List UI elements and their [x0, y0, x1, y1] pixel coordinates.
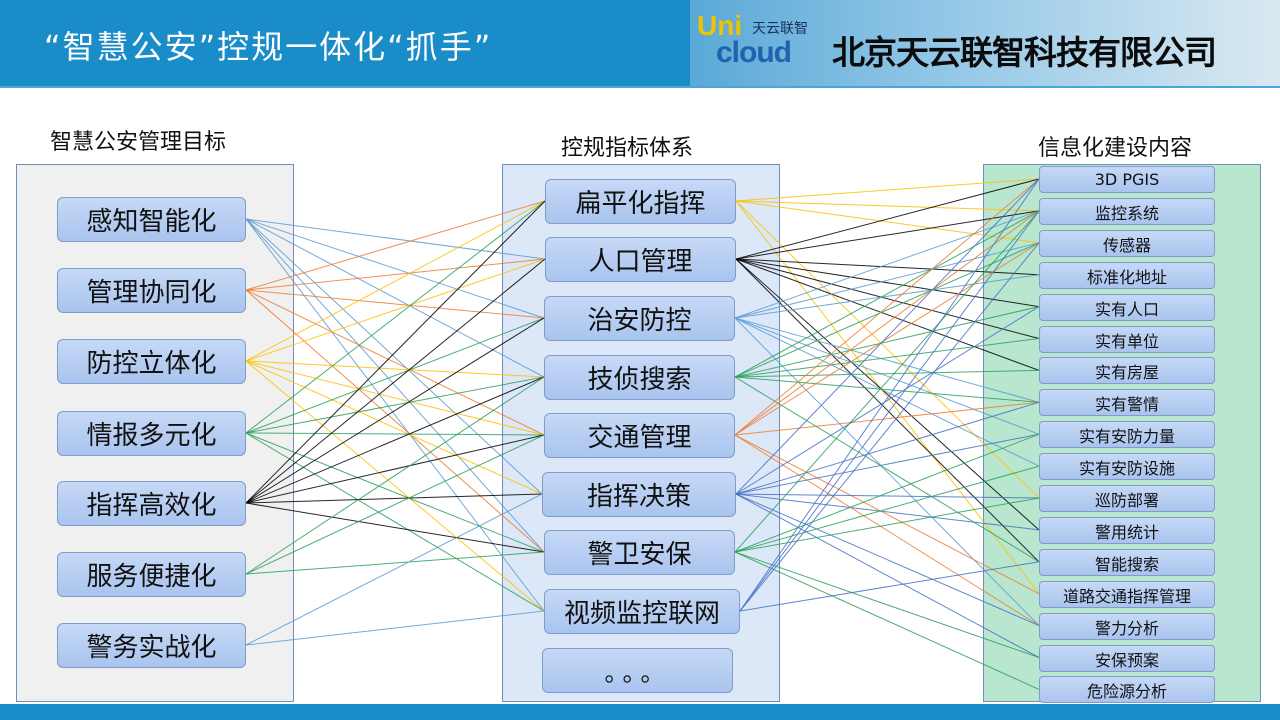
header-divider: [0, 86, 1280, 88]
content-box: 智能搜索: [1039, 549, 1215, 576]
right-column-title: 信息化建设内容: [1038, 136, 1193, 161]
content-box: 3D PGIS: [1039, 166, 1215, 193]
indicator-box: 治安防控: [544, 296, 735, 341]
goal-box: 情报多元化: [57, 411, 246, 456]
goal-box: 指挥高效化: [57, 481, 246, 526]
content-box: 警用统计: [1039, 517, 1215, 544]
header-banner-image: [690, 0, 1280, 86]
logo-tagline: 天云联智: [752, 21, 808, 37]
content-box: 道路交通指挥管理: [1039, 581, 1215, 608]
content-box: 实有安防设施: [1039, 453, 1215, 480]
content-box: 实有房屋: [1039, 357, 1215, 384]
goal-box: 防控立体化: [57, 339, 246, 384]
content-box: 标准化地址: [1039, 262, 1215, 289]
content-box: 安保预案: [1039, 645, 1215, 672]
left-column-title: 智慧公安管理目标: [50, 130, 227, 155]
indicator-box: 指挥决策: [542, 472, 736, 517]
content-box: 实有单位: [1039, 326, 1215, 353]
content-box: 实有人口: [1039, 294, 1215, 321]
indicator-box: 技侦搜索: [544, 355, 735, 400]
content-box: 实有安防力量: [1039, 421, 1215, 448]
indicator-box: 。。。: [542, 648, 733, 693]
indicator-box: 扁平化指挥: [545, 179, 736, 224]
content-box: 传感器: [1039, 230, 1215, 257]
indicator-box: 视频监控联网: [544, 589, 740, 634]
content-box: 巡防部署: [1039, 485, 1215, 512]
indicator-box: 交通管理: [544, 413, 735, 458]
indicator-box: 人口管理: [545, 237, 736, 282]
content-box: 危险源分析: [1039, 676, 1215, 703]
content-box: 实有警情: [1039, 389, 1215, 416]
content-box: 监控系统: [1039, 198, 1215, 225]
logo-uni-text: Uni: [697, 10, 743, 41]
page-title: “智慧公安”控规一体化“抓手”: [44, 28, 493, 66]
goal-box: 警务实战化: [57, 623, 246, 668]
company-name: 北京天云联智科技有限公司: [832, 33, 1217, 72]
indicator-box: 警卫安保: [544, 530, 735, 575]
goal-box: 管理协同化: [57, 268, 246, 313]
goal-box: 感知智能化: [57, 197, 246, 242]
footer-bar: [0, 704, 1280, 720]
content-box: 警力分析: [1039, 613, 1215, 640]
logo-cloud-text: cloud: [716, 36, 792, 69]
goal-box: 服务便捷化: [57, 552, 246, 597]
mid-column-title: 控规指标体系: [561, 136, 694, 161]
